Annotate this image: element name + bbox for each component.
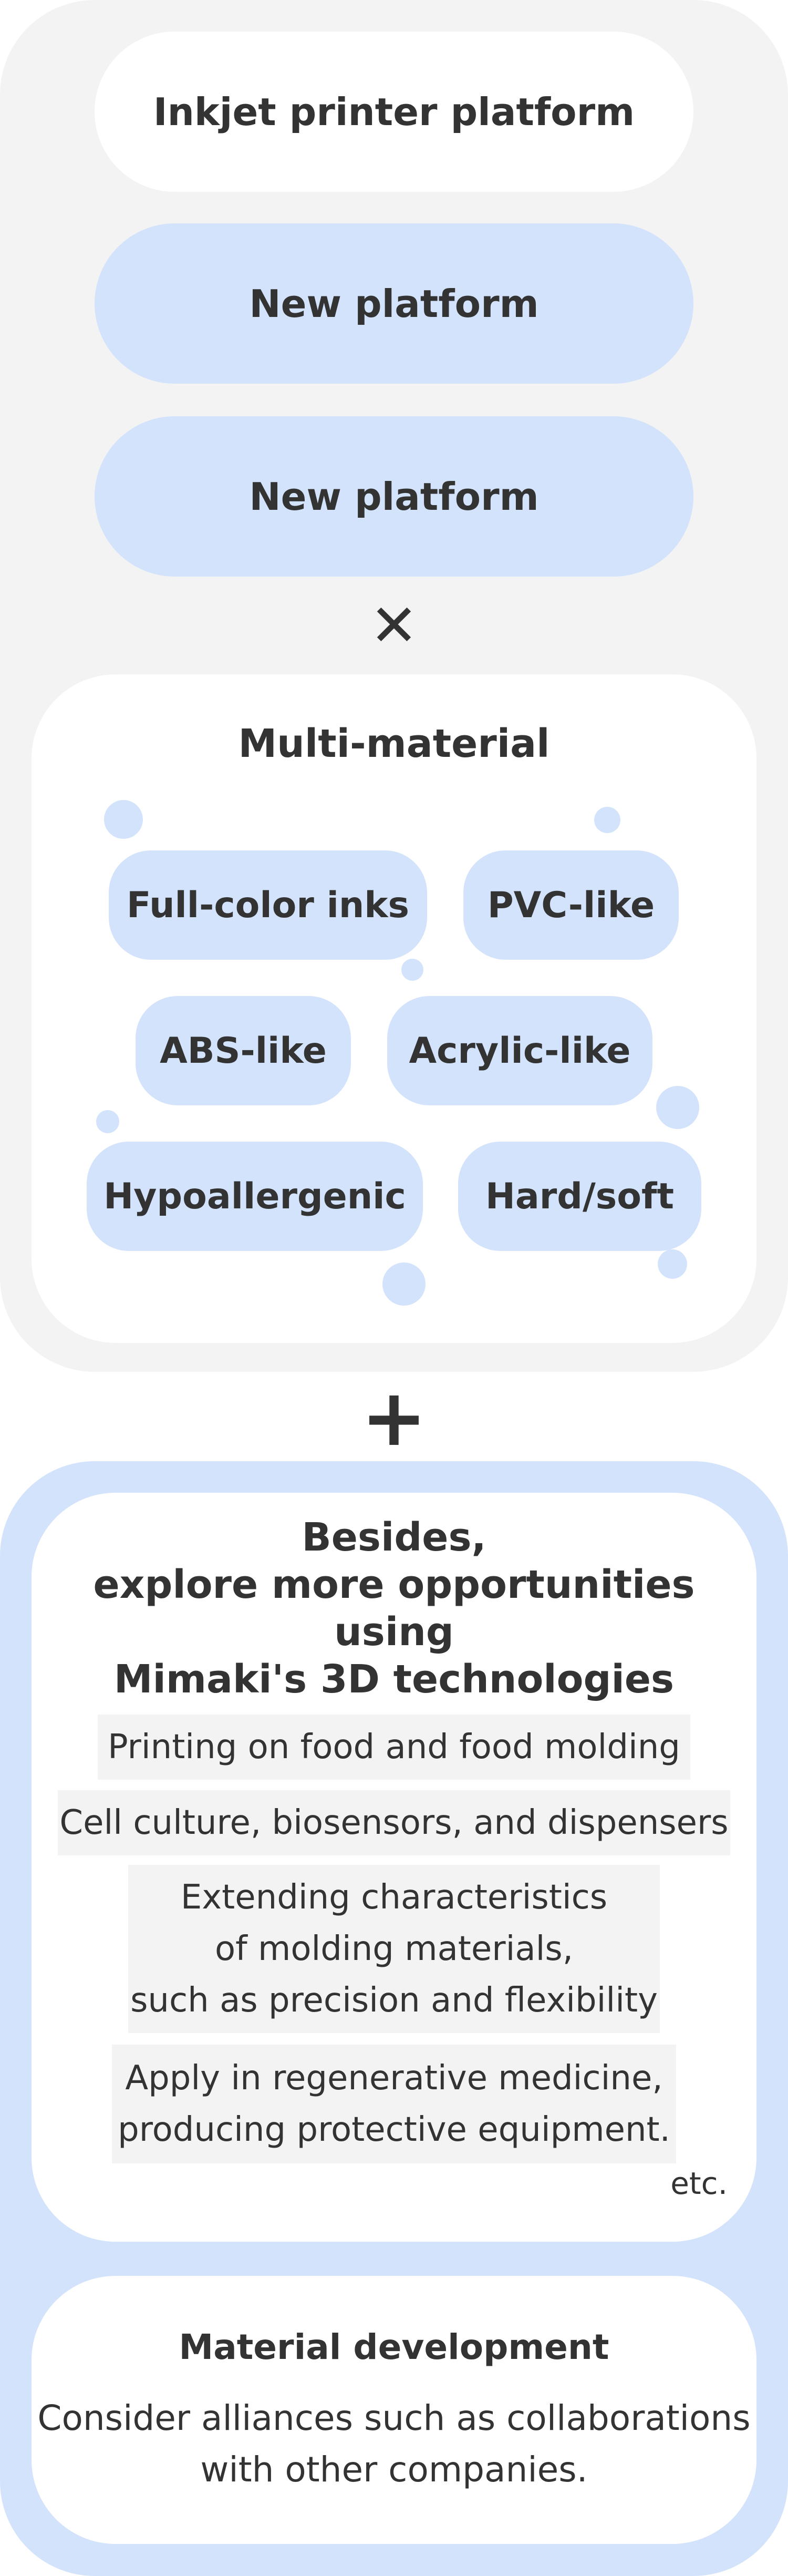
material-tag-label: Full-color inks [127, 884, 409, 926]
material-development-title: Material development [32, 2318, 756, 2376]
opportunity-text: Apply in regenerative medicine, [125, 2059, 663, 2098]
opportunity-text: Extending characteristics [180, 1878, 608, 1917]
plus-symbol: + [361, 1372, 427, 1464]
plus-icon: + [341, 1376, 447, 1460]
opportunity-text: Cell culture, biosensors, and dispensers [59, 1803, 729, 1842]
besides-title-line: Besides, [302, 1515, 486, 1560]
times-icon: ✕ [341, 589, 447, 662]
material-tag: ABS-like [136, 996, 351, 1105]
opportunity-text: Printing on food and food molding [108, 1728, 680, 1767]
material-tag: Full-color inks [109, 850, 427, 960]
opportunity-text: of molding materials, [214, 1930, 574, 1968]
material-tag-label: Acrylic-like [409, 1030, 631, 1072]
material-development-box [32, 2276, 756, 2544]
material-tag: Hard/soft [458, 1142, 701, 1251]
opportunity-text: producing protective equipment. [118, 2110, 670, 2149]
etc-label: etc. [670, 2166, 728, 2201]
opportunity-text: such as precision and flexibility [130, 1981, 658, 2020]
new-platform-pill-1: New platform [95, 223, 693, 384]
material-tag: Acrylic-like [387, 996, 652, 1105]
material-tag: Hypoallergenic [87, 1142, 423, 1251]
bubble-decoration [656, 1086, 699, 1129]
material-tag-label: Hard/soft [485, 1175, 675, 1217]
inkjet-printer-platform-label: Inkjet printer platform [153, 89, 635, 134]
besides-title: Besides, explore more opportunities usin… [32, 1515, 756, 1702]
opportunity-item: Apply in regenerative medicine, producin… [112, 2045, 676, 2163]
bubble-decoration [401, 959, 423, 981]
material-development-text: Consider alliances such as collaboration… [32, 2389, 756, 2499]
times-symbol: ✕ [369, 592, 419, 659]
bubble-decoration [658, 1249, 687, 1279]
multi-material-title-text: Multi-material [238, 721, 550, 766]
material-tag: PVC-like [463, 850, 679, 960]
bubble-decoration [594, 807, 620, 833]
opportunity-item: Cell culture, biosensors, and dispensers [58, 1790, 730, 1855]
opportunity-item: Extending characteristics of molding mat… [128, 1865, 660, 2033]
new-platform-label-2: New platform [249, 474, 539, 519]
new-platform-label-1: New platform [249, 281, 539, 326]
material-development-text-line: with other companies. [200, 2449, 588, 2490]
bubble-decoration [96, 1110, 119, 1133]
inkjet-printer-platform-pill: Inkjet printer platform [95, 32, 693, 192]
opportunity-item: Printing on food and food molding [98, 1715, 690, 1780]
besides-title-line: Mimaki's 3D technologies [113, 1657, 675, 1702]
bubble-decoration [382, 1263, 426, 1306]
material-tag-label: Hypoallergenic [103, 1175, 406, 1217]
multi-material-title: Multi-material [32, 715, 756, 773]
new-platform-pill-2: New platform [95, 416, 693, 577]
besides-title-line: explore more opportunities using [93, 1562, 695, 1655]
bubble-decoration [104, 800, 143, 839]
material-development-text-line: Consider alliances such as collaboration… [37, 2398, 751, 2438]
material-development-title-text: Material development [179, 2326, 609, 2367]
material-tag-label: PVC-like [487, 884, 655, 926]
material-tag-label: ABS-like [160, 1030, 327, 1072]
